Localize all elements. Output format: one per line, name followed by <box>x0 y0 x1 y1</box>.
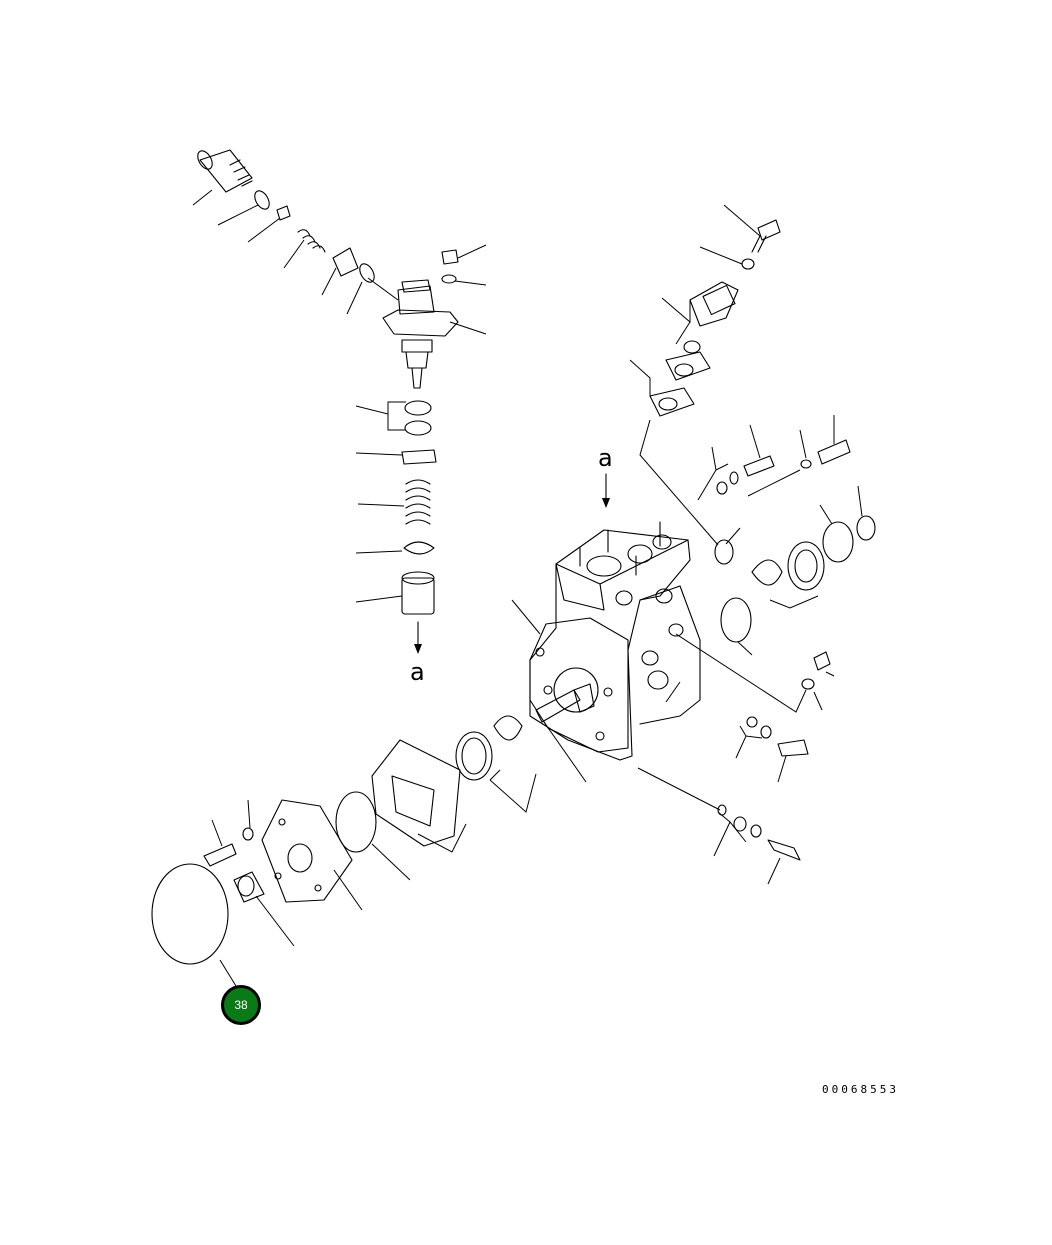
leader-lines-upper-left <box>192 189 487 603</box>
section-marker-bottom: a <box>410 658 425 686</box>
callout-label: 38 <box>234 998 248 1012</box>
pump-body <box>511 473 807 783</box>
sensor-assembly <box>629 204 876 656</box>
section-marker-top: a <box>598 444 613 472</box>
injector-assembly <box>197 149 459 654</box>
callout-badge-38[interactable]: 38 <box>221 985 261 1025</box>
right-lower-fasteners <box>637 651 835 885</box>
cover-assembly <box>151 715 537 987</box>
document-number: 00068553 <box>822 1083 899 1096</box>
